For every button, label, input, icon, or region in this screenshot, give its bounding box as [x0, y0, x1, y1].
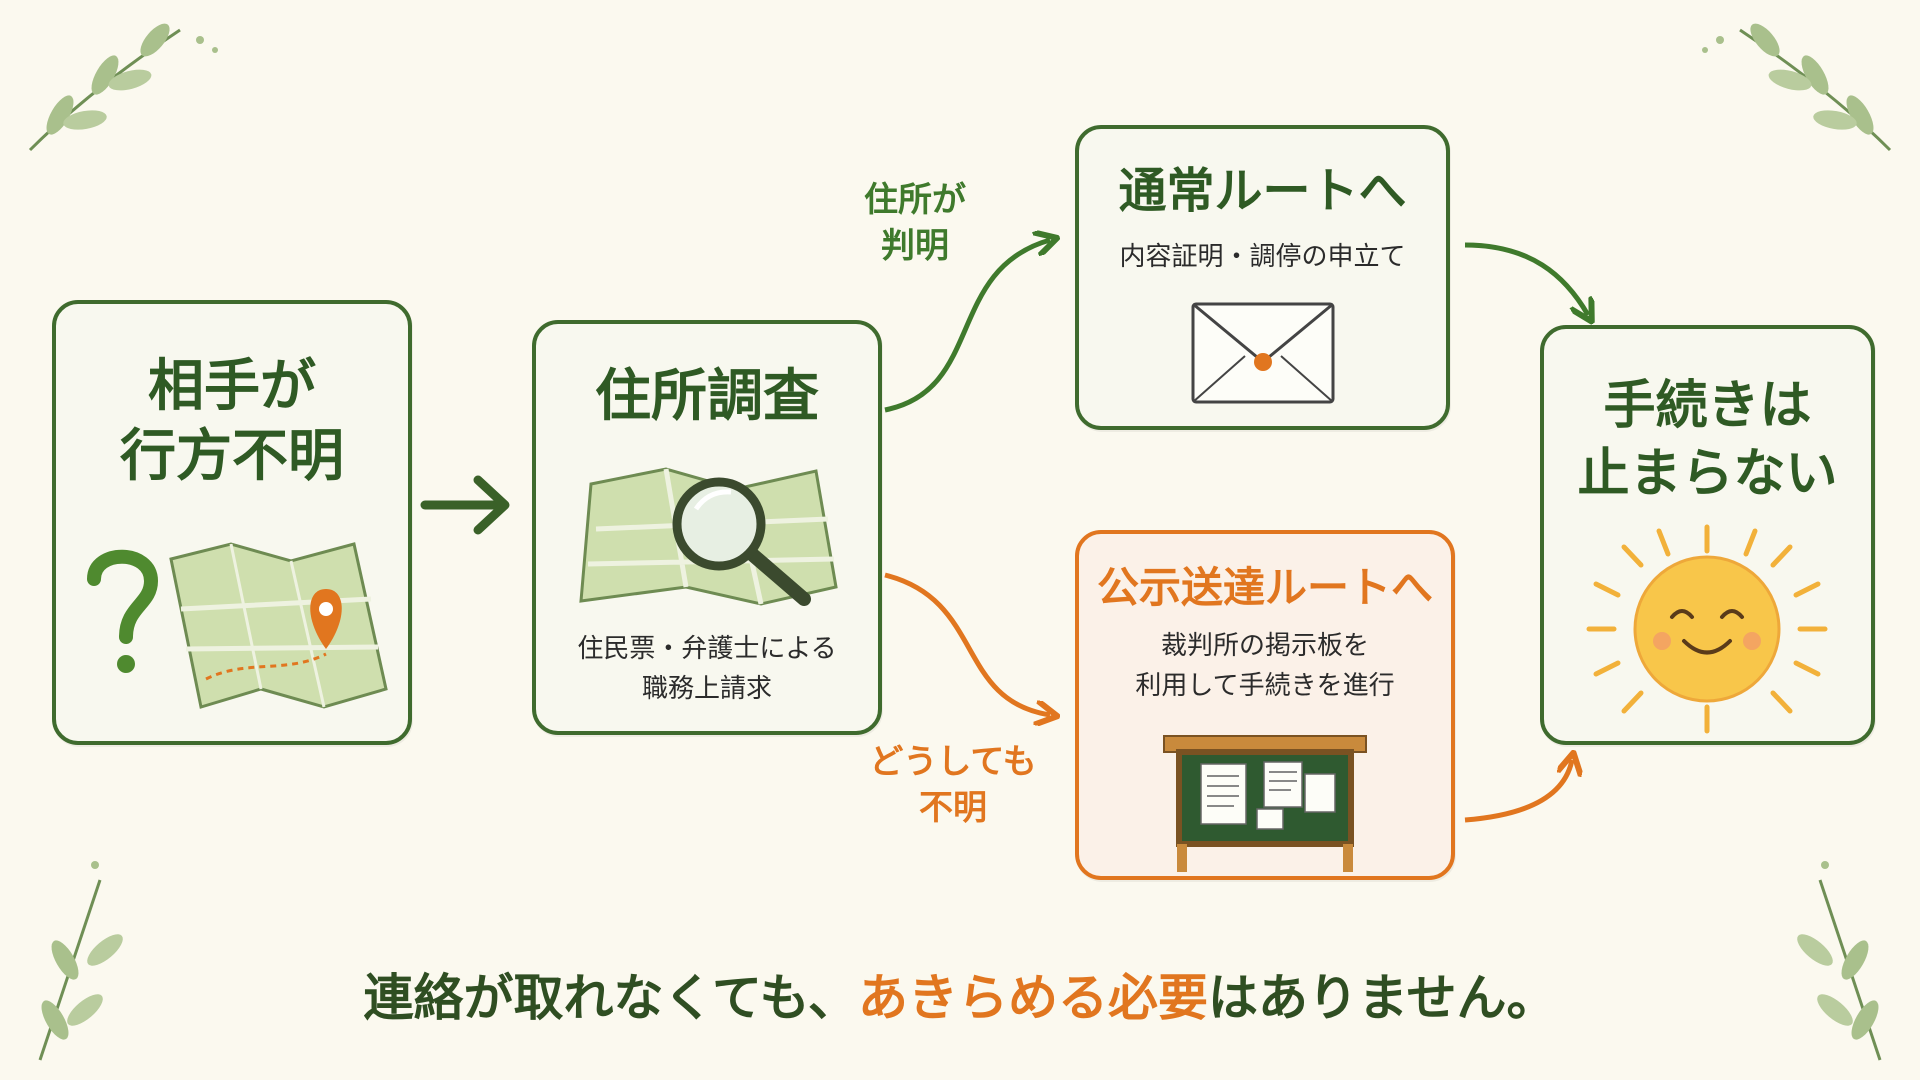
map-pin-icon: [310, 589, 342, 649]
node-normal-route: 通常ルートへ 内容証明・調停の申立て: [1075, 125, 1450, 430]
bulletin-board-icon: [1163, 735, 1367, 872]
footer-message-highlight: あきらめる必要: [858, 969, 1208, 1027]
node-proceedings-continue-line2: 止まらない: [1577, 444, 1838, 504]
magnifier-icon: [672, 477, 811, 606]
edge-label-address-found-line1: 住所が: [864, 180, 966, 220]
node-proceedings-continue-line1: 手続きは: [1603, 376, 1812, 436]
node-public-notice-route-desc2: 利用して手続きを進行: [1135, 671, 1395, 701]
edge-label-still-unknown-line2: 不明: [919, 787, 987, 828]
smiling-sun-icon: [1586, 524, 1828, 734]
node-address-investigation-desc2: 職務上請求: [641, 674, 772, 704]
arrow-start-to-investigate-head: [473, 475, 510, 535]
arrow-to-public-route: [884, 572, 1050, 715]
node-missing-party: 相手が 行方不明: [52, 300, 412, 745]
node-address-investigation: 住所調査 住民票・弁護士による 職務上請求: [532, 320, 882, 735]
arrow-public-to-end: [1464, 760, 1572, 823]
footer-message-part1: 連絡が取れなくても、: [363, 969, 859, 1027]
node-address-investigation-title: 住所調査: [595, 364, 819, 429]
node-normal-route-title: 通常ルートへ: [1118, 163, 1407, 219]
map-search-illustration: [579, 467, 838, 606]
leaf-sprig-icon: [1702, 23, 1892, 152]
arrow-to-normal-route: [884, 240, 1050, 413]
edge-label-still-unknown: どうしても 不明: [858, 740, 1048, 832]
node-public-notice-route: 公示送達ルートへ 裁判所の掲示板を 利用して手続きを進行: [1075, 530, 1455, 880]
edge-label-address-found-line2: 判明: [881, 225, 949, 266]
node-normal-route-desc: 内容証明・調停の申立て: [1119, 242, 1406, 272]
node-public-notice-route-desc1: 裁判所の掲示板を: [1160, 631, 1369, 661]
leaf-sprig-icon: [1797, 861, 1882, 1061]
leaf-sprig-icon: [28, 23, 218, 152]
leaf-sprig-icon: [38, 861, 123, 1061]
envelope-icon: [1191, 302, 1335, 404]
footer-message-part3: はありません。: [1208, 969, 1557, 1027]
map-illustration: [87, 542, 388, 709]
node-missing-party-line2: 行方不明: [120, 424, 344, 489]
node-address-investigation-desc1: 住民票・弁護士による: [577, 634, 837, 664]
question-mark-icon: [87, 549, 159, 673]
edge-label-address-found: 住所が 判明: [850, 178, 980, 270]
edge-label-still-unknown-line1: どうしても: [869, 742, 1037, 782]
node-public-notice-route-title: 公示送達ルートへ: [1096, 563, 1433, 612]
node-proceedings-continue: 手続きは 止まらない: [1540, 325, 1875, 745]
arrow-normal-to-end: [1464, 242, 1588, 315]
node-missing-party-line1: 相手が: [148, 354, 316, 419]
footer-message: 連絡が取れなくても、あきらめる必要はありません。: [0, 958, 1920, 1030]
